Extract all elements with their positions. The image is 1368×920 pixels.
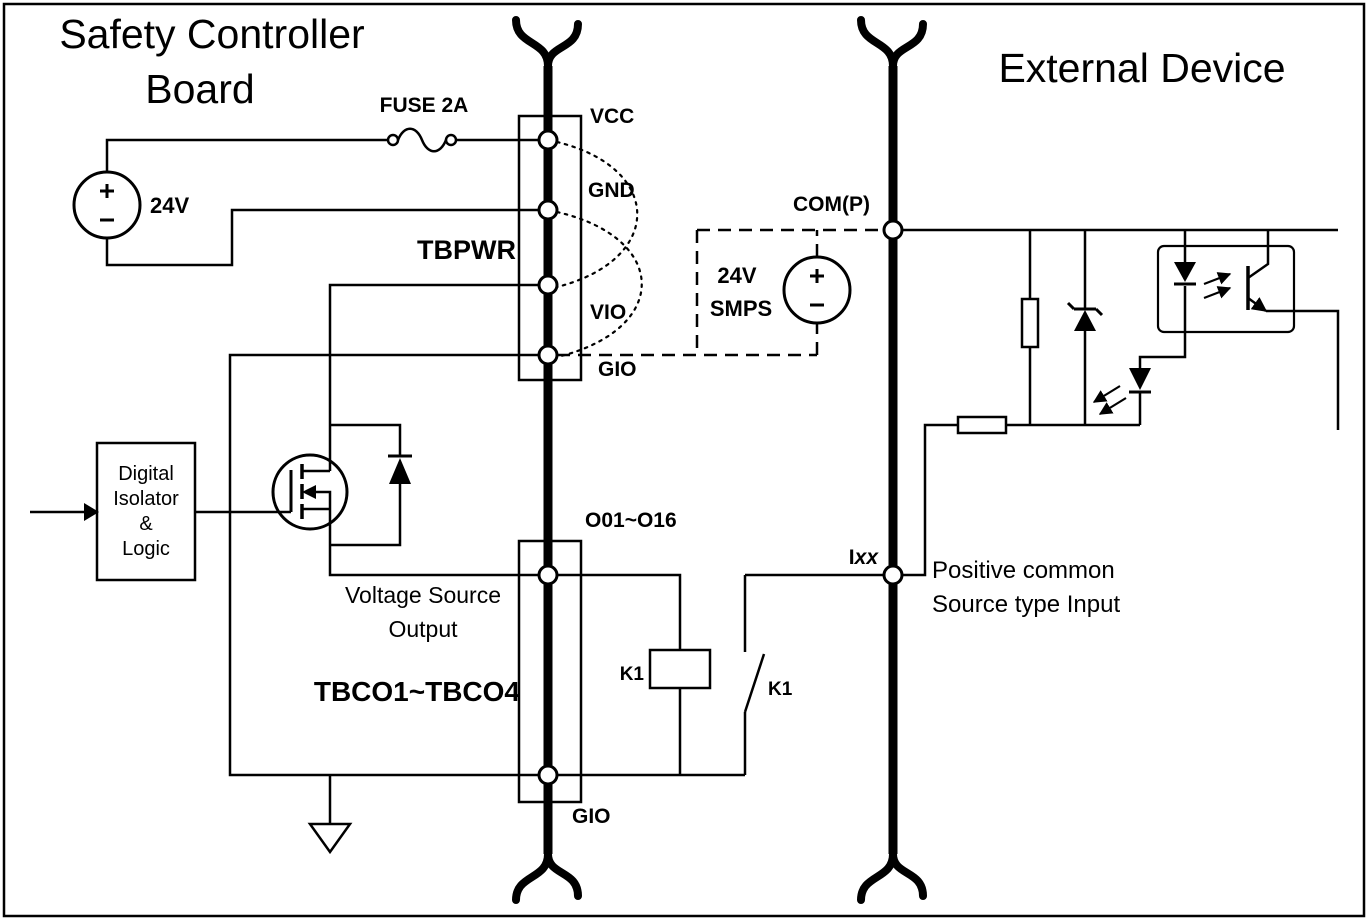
ixx-label: Ixx [849, 546, 880, 569]
ground-symbol [307, 775, 353, 855]
terminal-ixx [882, 564, 904, 586]
opto-led [1174, 262, 1196, 282]
input-desc-line2: Source type Input [932, 591, 1120, 618]
tbco-label: TBCO1~TBCO4 [314, 676, 521, 707]
board-title-line1: Safety Controller [59, 11, 364, 57]
fuse-label: FUSE 2A [380, 94, 469, 117]
dc-source-24v [72, 170, 142, 240]
pin-label-gio-bottom: GIO [572, 805, 611, 828]
smps-label-line1: 24V [717, 263, 756, 288]
relay-coil [557, 573, 712, 775]
board-edge-right [857, 16, 927, 904]
terminal-com [882, 219, 904, 241]
emitter-out [1266, 309, 1340, 430]
contact-blade [743, 653, 766, 713]
isolator-label-line3: & [139, 513, 153, 535]
body-arrow [302, 485, 316, 499]
smps-source [782, 255, 852, 325]
pin-label-gnd: GND [588, 179, 635, 202]
terminal-vio [537, 274, 559, 296]
plus-sign [100, 184, 114, 198]
ixx-path [902, 423, 1140, 577]
supply-24v-label: 24V [150, 193, 189, 218]
input-desc-line1: Positive common [932, 557, 1115, 584]
optocoupler [1156, 230, 1340, 430]
fuse-symbol [386, 127, 458, 153]
external-input-circuit [902, 228, 1340, 577]
mosfet-symbol [195, 453, 349, 531]
plus-sign [810, 269, 824, 283]
relay-contact [743, 573, 884, 775]
pin-label-vcc: VCC [590, 105, 634, 128]
terminals [537, 129, 904, 786]
series-resistor [956, 415, 1008, 435]
photon-arrow [1203, 286, 1232, 300]
isolator-label-line4: Logic [122, 538, 170, 560]
isolator-label-line2: Isolator [113, 488, 179, 510]
pin-label-vio: VIO [590, 301, 626, 324]
output-wiring [228, 283, 745, 777]
isolator-label-line1: Digital [118, 463, 174, 485]
input-arrow-head [84, 503, 99, 521]
board-title-line2: Board [145, 66, 254, 112]
pin-label-gio: GIO [598, 358, 637, 381]
relay-coil-label: K1 [620, 664, 645, 685]
collector-lead [1247, 230, 1270, 280]
vso-label-line2: Output [388, 616, 458, 642]
emitter-lead [1247, 296, 1268, 313]
jumper-arc-gnd-gio [555, 210, 643, 359]
shunt-resistor [1020, 297, 1040, 349]
smps-label-line2: SMPS [710, 296, 772, 321]
terminal-vcc [537, 129, 559, 151]
board-edge-left [512, 16, 582, 904]
indicator-led [1092, 368, 1151, 415]
jumper-arc-vcc-vio [555, 140, 639, 289]
output-range-label: O01~O16 [585, 509, 677, 532]
terminal-gio [537, 344, 559, 366]
photon-arrow [1203, 272, 1232, 286]
flyback-diode [388, 454, 412, 484]
external-device-title: External Device [998, 45, 1285, 91]
terminal-o01 [537, 564, 559, 586]
terminal-gnd [537, 199, 559, 221]
vso-label-line1: Voltage Source [345, 582, 501, 608]
terminal-gio-bottom [537, 764, 559, 786]
ixx-prefix: I [849, 546, 855, 569]
ixx-subscript: xx [854, 546, 880, 569]
supply-wiring [105, 138, 539, 267]
tbpwr-label: TBPWR [417, 235, 516, 265]
smps-wiring [557, 228, 884, 357]
com-label: COM(P) [793, 193, 870, 216]
relay-contact-label: K1 [768, 679, 793, 700]
zener-diode [1066, 301, 1104, 331]
